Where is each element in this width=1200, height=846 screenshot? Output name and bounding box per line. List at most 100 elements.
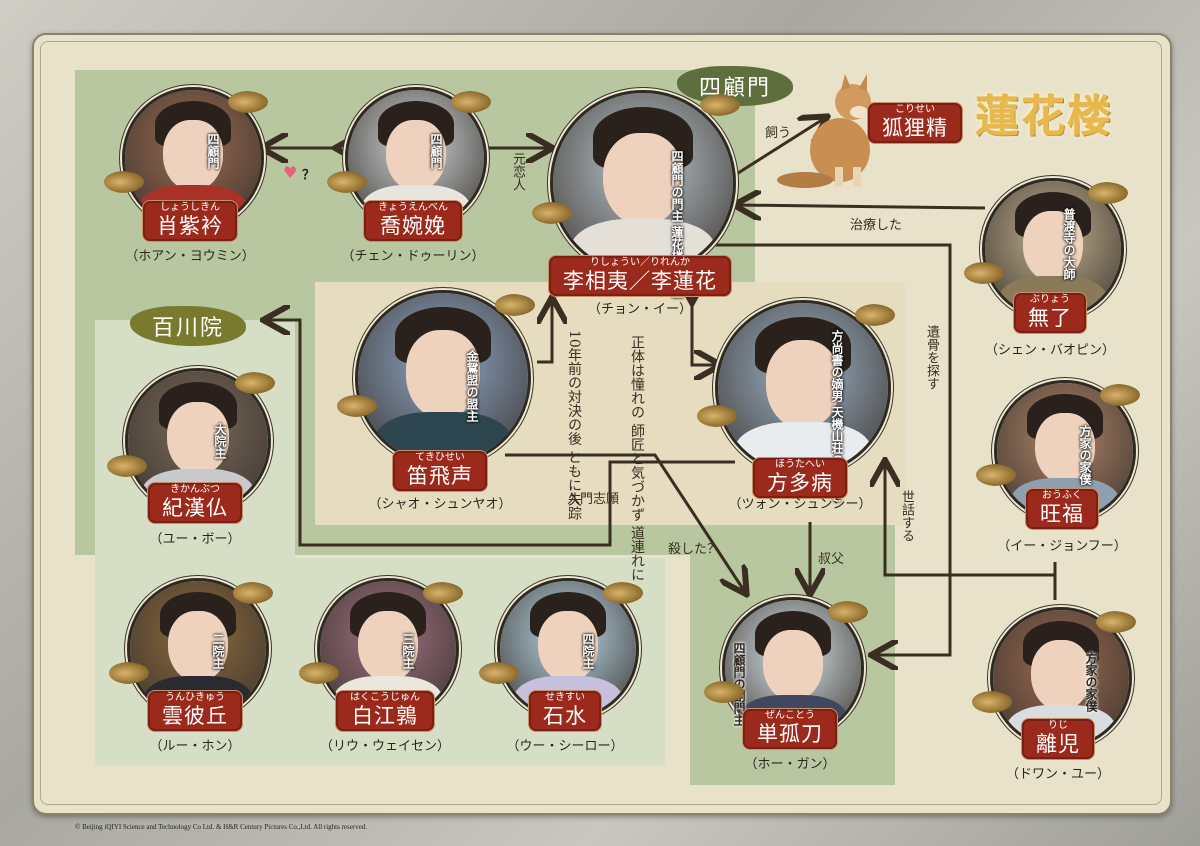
actor-name-ofuku: （イー・ジョンフー） [997, 539, 1127, 554]
copyright: © Beijing iQIYI Science and Technology C… [75, 823, 368, 831]
gold-cloud-ornament [700, 94, 740, 116]
character-name: 白江鶉 [352, 704, 418, 728]
relation-apply: 入門志願 [567, 492, 620, 507]
actor-name-hotahei: （ツォン・シュンシー） [728, 497, 872, 512]
name-ruby: ぜんことう [765, 710, 815, 721]
role-sekisui: 四院主 [581, 633, 595, 669]
actor-name-kyoenben: （チェン・ドゥーリン） [341, 249, 485, 264]
gold-cloud-ornament [228, 91, 268, 113]
actor-name-unhikyu: （ルー・ホン） [149, 739, 241, 754]
name-plate-shoshikin: しょうしきん肖紫衿 [142, 200, 238, 242]
portrait-ofuku [994, 380, 1136, 522]
name-ruby: こりせい [895, 104, 935, 115]
character-name: 紀漢仏 [162, 496, 228, 520]
actor-name-kikanbutsu: （ユー・ボー） [149, 532, 241, 547]
gold-cloud-ornament [104, 171, 144, 194]
relation-cares: 世話する [899, 490, 914, 542]
line-tekihisei-rishoui [537, 300, 552, 364]
gold-cloud-ornament [451, 91, 491, 113]
relation-ex-lover: 元恋人 [510, 152, 525, 191]
actor-name-hakukojun: （リウ・ウェイセン） [319, 739, 451, 754]
role-hakukojun: 三院主 [401, 633, 415, 669]
role-kikanbutsu: 大院主 [213, 423, 227, 459]
gold-cloud-ornament [235, 372, 275, 394]
line-rishoui-dog [734, 118, 825, 177]
name-ruby: きょうえんべん [378, 202, 448, 213]
name-plate-ofuku: おうふく旺福 [1025, 488, 1099, 530]
gold-cloud-ornament [976, 464, 1016, 487]
name-plate-buryo: ぶりょう無了 [1013, 292, 1087, 334]
gold-cloud-ornament [479, 662, 519, 685]
name-plate-rishoui: りしょうい／りれんか李相夷／李蓮花 [548, 255, 732, 297]
portrait-tekihisei [355, 290, 531, 466]
name-ruby: しょうしきん [160, 202, 220, 213]
name-ruby: きかんぶつ [170, 484, 220, 495]
name-ruby: りしょうい／りれんか [590, 257, 690, 268]
gold-cloud-ornament [109, 662, 149, 685]
portrait-zenkoto [722, 597, 864, 739]
name-ruby: はくこうじゅん [350, 692, 420, 703]
relation-unaware: 正体は憧れの 師匠と気づかず 道連れに [629, 335, 645, 582]
role-unhikyu: 二院主 [211, 633, 225, 669]
love-question: ？ [302, 168, 316, 183]
actor-name-sekisui: （ウー・シーロー） [506, 739, 624, 754]
role-kyoenben: 四顧門 [429, 133, 443, 169]
character-name: 肖紫衿 [157, 214, 223, 238]
gold-cloud-ornament [327, 171, 367, 194]
gold-cloud-ornament [532, 201, 572, 224]
role-ofuku: 方家の家僕 [1078, 425, 1092, 485]
character-name: 旺福 [1040, 502, 1084, 526]
role-buryo: 普渡寺の大師 [1062, 208, 1076, 280]
gold-cloud-ornament [603, 582, 643, 604]
name-plate-kyoenben: きょうえんべん喬婉娩 [363, 200, 463, 242]
gold-cloud-ornament [855, 304, 895, 326]
name-plate-korisei: こりせい狐狸精 [867, 102, 963, 144]
portrait-riji [990, 607, 1132, 749]
character-name: 李相夷／李蓮花 [563, 269, 717, 293]
name-plate-riji: りじ離児 [1021, 718, 1095, 760]
name-plate-kikanbutsu: きかんぶつ紀漢仏 [147, 482, 243, 524]
relation-killed: 殺した？ [668, 542, 721, 557]
line-servants-hotahei [885, 463, 1055, 577]
character-name: 方多病 [767, 471, 833, 495]
line-rishoui-zenkoto [715, 243, 952, 655]
actor-name-rishoui: （チョン・イー） [587, 302, 693, 317]
name-plate-sekisui: せきすい石水 [528, 690, 602, 732]
name-plate-zenkoto: ぜんことう単孤刀 [742, 708, 838, 750]
portrait-rishoui [550, 90, 736, 276]
gold-cloud-ornament [233, 582, 273, 604]
actor-name-tekihisei: （シャオ・シュンヤオ） [368, 497, 512, 512]
line-hotahei-hyakusenin [266, 320, 735, 547]
gold-cloud-ornament [972, 691, 1012, 714]
name-plate-hakukojun: はくこうじゅん白江鶉 [335, 690, 435, 732]
name-ruby: てきひせい [415, 452, 465, 463]
name-ruby: せきすい [545, 692, 585, 703]
gold-cloud-ornament [1096, 611, 1136, 633]
actor-name-buryo: （シェン・バオピン） [984, 343, 1116, 358]
line-tekihisei-zenkoto [505, 453, 745, 592]
logo: 蓮花楼 [975, 91, 1113, 142]
relation-keeps: 飼う [765, 126, 792, 141]
name-ruby: ぶりょう [1030, 294, 1070, 305]
gold-cloud-ornament [1088, 182, 1128, 204]
relation-uncle: 叔父 [818, 552, 845, 567]
portrait-hotahei [715, 300, 891, 476]
role-shoshikin: 四顧門 [206, 133, 220, 169]
gold-cloud-ornament [299, 662, 339, 685]
gold-cloud-ornament [1100, 384, 1140, 406]
name-plate-unhikyu: うんひきゅう雲彼丘 [147, 690, 243, 732]
character-name: 笛飛声 [407, 464, 473, 488]
actor-name-zenkoto: （ホー・ガン） [744, 757, 836, 772]
paper-border [40, 41, 1162, 805]
character-name: 喬婉娩 [380, 214, 446, 238]
dog-image [777, 74, 871, 188]
name-ruby: うんひきゅう [165, 692, 225, 703]
relation-vanished: 10年前の対決の後 ともに失踪 [566, 330, 582, 521]
gold-cloud-ornament [964, 262, 1004, 285]
character-name: 単孤刀 [757, 722, 823, 746]
gold-cloud-ornament [337, 395, 377, 418]
gold-cloud-ornament [423, 582, 463, 604]
name-ruby: ほうたへい [775, 459, 825, 470]
gold-cloud-ornament [828, 601, 868, 623]
